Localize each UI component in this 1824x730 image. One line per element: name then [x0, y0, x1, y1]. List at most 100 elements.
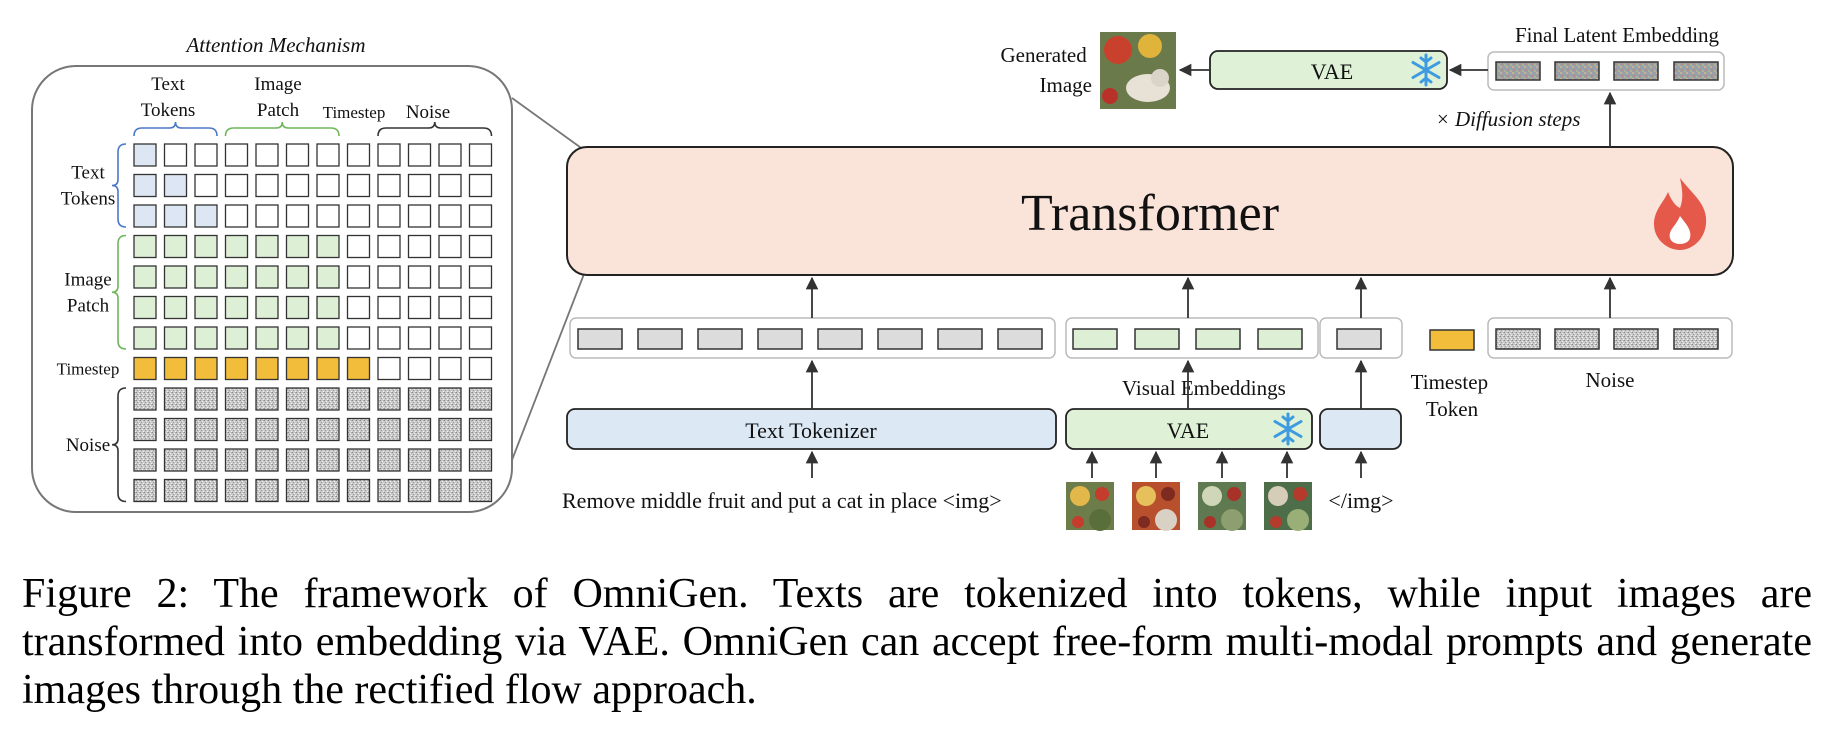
- attention-cell: [407, 387, 432, 411]
- attention-cell: [407, 448, 432, 472]
- attention-cell: [194, 326, 218, 350]
- attention-cell: [224, 387, 249, 411]
- attention-cell: [407, 356, 432, 381]
- attention-cell: [224, 326, 249, 350]
- text-embeddings-group: [569, 317, 1056, 359]
- attention-cell: [316, 417, 340, 442]
- attention-cell: [163, 295, 188, 320]
- attention-cell: [316, 356, 340, 381]
- text-embedding-token: [757, 328, 803, 350]
- attention-cell: [194, 265, 218, 289]
- column-bracket: [224, 121, 340, 137]
- attention-cell: [194, 143, 218, 167]
- attention-cell: [255, 478, 279, 503]
- attention-cell: [346, 173, 371, 198]
- attention-cell: [316, 265, 340, 289]
- attention-cell: [194, 234, 218, 259]
- attention-cell: [224, 417, 249, 442]
- attention-cell: [133, 204, 157, 228]
- attention-cell: [194, 204, 218, 228]
- input-image-tile: [1198, 482, 1246, 531]
- attention-cell: [346, 204, 371, 228]
- attention-cell: [194, 478, 218, 503]
- attention-cell: [255, 356, 279, 381]
- latent-token: [1554, 61, 1600, 81]
- end-tag-block: [1319, 408, 1402, 450]
- column-header: Timestep: [323, 103, 386, 122]
- transformer-label: Transformer: [1021, 185, 1279, 242]
- noise-token: [1554, 328, 1600, 350]
- attention-cell: [285, 326, 310, 350]
- attention-cell: [468, 417, 493, 442]
- noise-token: [1613, 328, 1659, 350]
- input-image-tile: [1132, 482, 1180, 531]
- attention-cell: [316, 234, 340, 259]
- latent-token: [1613, 61, 1659, 81]
- column-bracket: [377, 121, 493, 137]
- diffusion-steps-label: × Diffusion steps: [1436, 107, 1581, 131]
- attention-cell: [377, 204, 401, 228]
- attention-cell: [316, 173, 340, 198]
- attention-cell: [316, 448, 340, 472]
- attention-cell: [163, 234, 188, 259]
- attention-cell: [438, 356, 462, 381]
- text-embedding-token: [877, 328, 923, 350]
- attention-cell: [468, 387, 493, 411]
- attention-cell: [133, 326, 157, 350]
- attention-cell: [224, 265, 249, 289]
- attention-cell: [194, 448, 218, 472]
- generated-image-label: Generated Image: [1000, 43, 1092, 97]
- column-header: Noise: [406, 102, 450, 123]
- final-latent-label: Final Latent Embedding: [1515, 23, 1720, 47]
- attention-cell: [255, 295, 279, 320]
- attention-cell: [133, 387, 157, 411]
- snowflake-icon: [1411, 53, 1441, 87]
- attention-cell: [224, 173, 249, 198]
- attention-cell: [377, 356, 401, 381]
- attention-cell: [377, 326, 401, 350]
- flow-arrows: [805, 63, 1617, 478]
- prompt-close-tag: </img>: [1328, 488, 1393, 513]
- attention-cell: [255, 417, 279, 442]
- attention-cell: [438, 417, 462, 442]
- attention-cell: [346, 143, 371, 167]
- input-image-tile: [1264, 482, 1312, 531]
- attention-cell: [438, 234, 462, 259]
- attention-cell: [285, 234, 310, 259]
- visual-embedding-token: [1072, 328, 1118, 350]
- attention-cell: [285, 417, 310, 442]
- zoom-line-top: [511, 97, 585, 151]
- row-bracket: [111, 143, 127, 228]
- timestep-token: [1429, 329, 1475, 351]
- attention-cell: [468, 295, 493, 320]
- attention-cell: [163, 173, 188, 198]
- attention-cell: [377, 234, 401, 259]
- attention-cell: [377, 295, 401, 320]
- attention-cell: [163, 417, 188, 442]
- attention-cell: [316, 204, 340, 228]
- vae-input-label: VAE: [1167, 418, 1209, 443]
- attention-cell: [133, 356, 157, 381]
- attention-cell: [438, 265, 462, 289]
- attention-cell: [438, 143, 462, 167]
- visual-embedding-token: [1134, 328, 1180, 350]
- attention-cell: [346, 356, 371, 381]
- attention-cell: [133, 143, 157, 167]
- attention-cell: [407, 295, 432, 320]
- noise-label: Noise: [1586, 368, 1635, 392]
- figure-caption: Figure 2: The framework of OmniGen. Text…: [22, 571, 1812, 713]
- noise-token: [1673, 328, 1719, 350]
- attention-cell: [285, 265, 310, 289]
- attention-cell: [377, 417, 401, 442]
- attention-cell: [255, 326, 279, 350]
- row-label: Noise: [66, 435, 110, 456]
- attention-cell: [163, 356, 188, 381]
- attention-cell: [377, 478, 401, 503]
- attention-cell: [133, 234, 157, 259]
- attention-cell: [194, 173, 218, 198]
- attention-cell: [133, 173, 157, 198]
- snowflake-icon: [1273, 412, 1303, 446]
